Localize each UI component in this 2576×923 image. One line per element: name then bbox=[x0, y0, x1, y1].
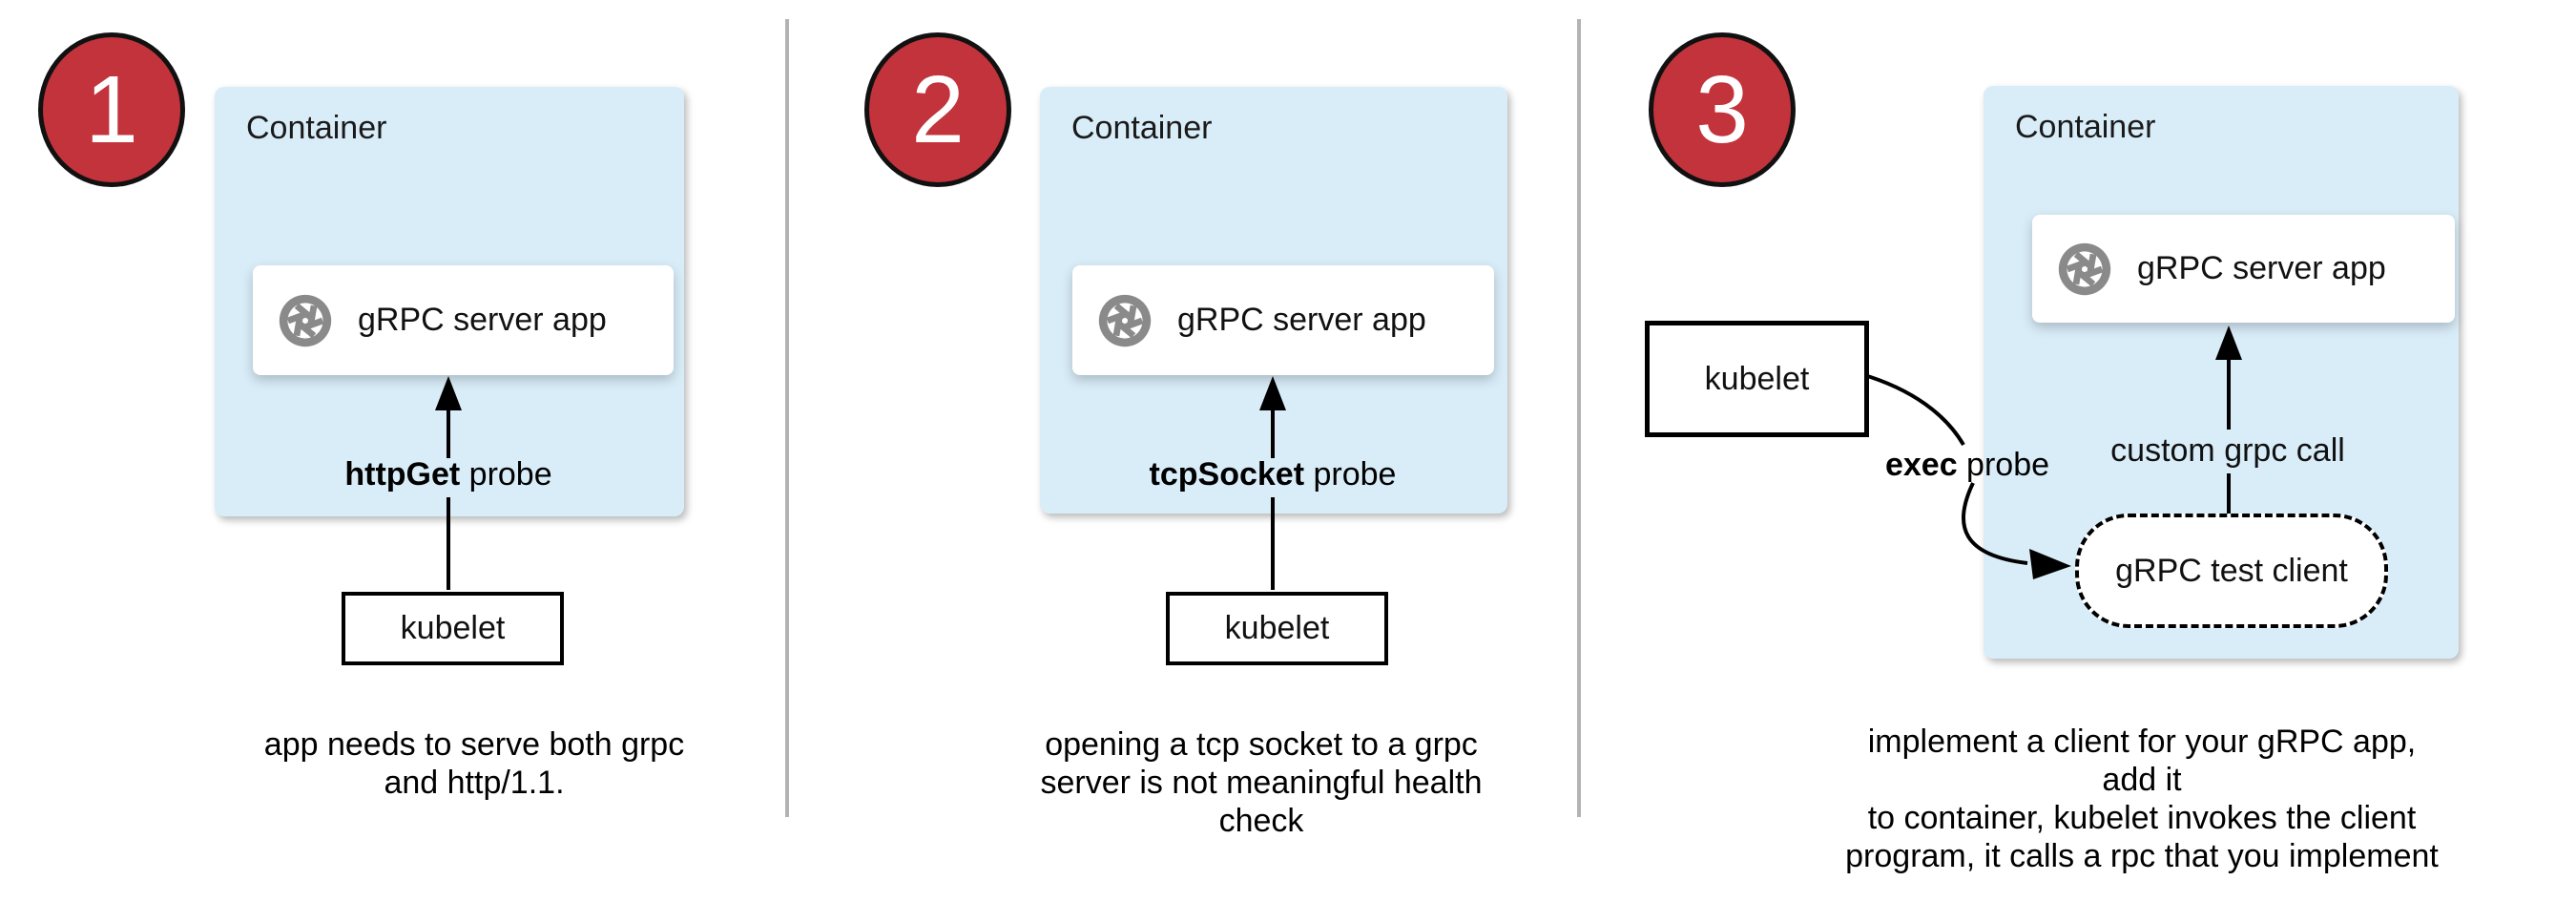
caption-line: server is not meaningful health bbox=[1040, 765, 1483, 801]
panel1-container-label: Container bbox=[246, 110, 387, 146]
panel3-kubelet-label: kubelet bbox=[1704, 360, 1810, 397]
aperture-icon bbox=[2058, 242, 2111, 295]
panel1-probe-arrow bbox=[435, 376, 462, 590]
panel2-probe-arrow bbox=[1259, 376, 1286, 590]
step-3-badge: 3 bbox=[1649, 32, 1796, 187]
panel2-caption: opening a tcp socket to a grpc server is… bbox=[1013, 725, 1509, 840]
caption-line: program, it calls a rpc that you impleme… bbox=[1845, 838, 2439, 874]
panel2-kubelet-box: kubelet bbox=[1166, 592, 1388, 665]
caption-line: to container, kubelet invokes the client bbox=[1867, 800, 2417, 836]
panel3-probe-type: exec bbox=[1884, 447, 1958, 483]
step-1-badge: 1 bbox=[38, 32, 185, 187]
panel2-probe-word: probe bbox=[1304, 456, 1397, 493]
panel3-custom-call-arrow bbox=[2215, 325, 2242, 515]
panel3-caption: implement a client for your gRPC app, ad… bbox=[1837, 723, 2447, 875]
panel1-grpc-server-app-box: gRPC server app bbox=[253, 265, 674, 375]
panel1-probe-word: probe bbox=[460, 456, 552, 493]
panel3-kubelet-box: kubelet bbox=[1645, 321, 1869, 437]
caption-line: opening a tcp socket to a grpc bbox=[1045, 726, 1478, 763]
caption-line: implement a client for your gRPC app, ad… bbox=[1867, 724, 2417, 798]
panel3-container-label: Container bbox=[2015, 109, 2156, 145]
panel2-grpc-server-app-box: gRPC server app bbox=[1072, 265, 1494, 375]
panel3-custom-grpc-call-label: custom grpc call bbox=[2110, 432, 2345, 469]
panel3-test-client-label: gRPC test client bbox=[2115, 552, 2348, 589]
panel2-probe-label: tcpSocket probe bbox=[1082, 456, 1464, 493]
caption-line: app needs to serve both grpc bbox=[263, 726, 685, 763]
panel3-exec-arrow bbox=[1860, 372, 2071, 579]
panel2-app-label: gRPC server app bbox=[1177, 302, 1426, 338]
panel2-probe-type: tcpSocket bbox=[1149, 456, 1305, 493]
step-1-number: 1 bbox=[85, 56, 138, 163]
panel1-kubelet-label: kubelet bbox=[400, 610, 506, 646]
panel3-probe-label: exec probe bbox=[1824, 447, 2110, 484]
panel3-grpc-test-client-box: gRPC test client bbox=[2075, 514, 2388, 628]
panel1-kubelet-box: kubelet bbox=[342, 592, 564, 665]
aperture-blades bbox=[1106, 303, 1144, 338]
aperture-blades bbox=[2066, 251, 2104, 286]
step-3-number: 3 bbox=[1695, 56, 1749, 163]
step-2-badge: 2 bbox=[864, 32, 1011, 187]
panel3-app-label: gRPC server app bbox=[2137, 250, 2386, 286]
caption-line: check bbox=[1218, 803, 1304, 839]
panel3-grpc-server-app-box: gRPC server app bbox=[2032, 215, 2455, 323]
caption-line: and http/1.1. bbox=[384, 765, 565, 801]
panel-divider bbox=[785, 19, 789, 817]
aperture-icon bbox=[1098, 294, 1152, 346]
panel2-container-label: Container bbox=[1071, 110, 1213, 146]
panel1-probe-type: httpGet bbox=[344, 456, 461, 493]
panel-divider bbox=[1577, 19, 1581, 817]
step-2-number: 2 bbox=[911, 56, 965, 163]
panel1-probe-label: httpGet probe bbox=[258, 456, 639, 493]
aperture-icon bbox=[279, 294, 332, 346]
panel1-caption: app needs to serve both grpc and http/1.… bbox=[226, 725, 722, 802]
aperture-blades bbox=[286, 303, 324, 338]
panel1-app-label: gRPC server app bbox=[358, 302, 607, 338]
panel3-probe-word: probe bbox=[1957, 447, 2050, 483]
panel2-kubelet-label: kubelet bbox=[1224, 610, 1330, 646]
